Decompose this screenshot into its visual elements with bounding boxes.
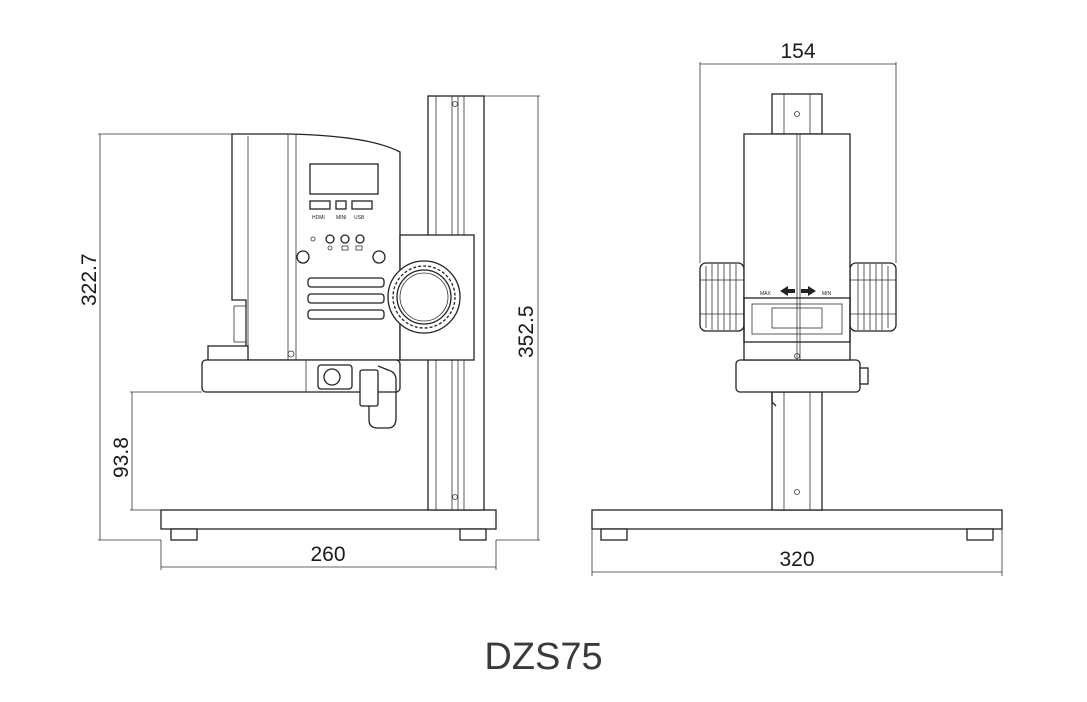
vent-slot [307,293,385,304]
front-base-foot-right [966,528,994,541]
side-stage [201,345,401,429]
model-name: DZS75 [484,636,603,678]
side-camera-body: HDMI MINI USB [231,133,401,361]
side-base-plate [160,509,497,530]
mini-port [335,200,347,210]
record-button [355,234,365,244]
focus-knob-inner [396,269,452,325]
mini-label: MINI [336,215,347,221]
power-button [325,234,335,244]
side-base-foot-left [170,528,198,541]
usb-port [351,200,373,210]
dim-stage-height: 93.8 [110,437,133,478]
camera-icon [341,245,349,251]
dim-body-height: 322.7 [78,253,101,306]
capture-button [340,234,350,244]
light-cable [368,365,397,429]
zoom-max-arrow-icon [780,286,795,296]
zoom-max-label: MAX [760,291,772,297]
usb-label: USB [354,215,365,221]
dim-body-width: 154 [780,40,815,63]
video-icon [355,245,363,251]
vent-slot [307,309,385,320]
front-focus-knob-right [849,262,897,332]
hdmi-label: HDMI [312,215,325,221]
side-dimensions [98,95,540,570]
vent-slot [307,277,385,288]
front-view: MAX MIN 154 320 [591,40,1003,576]
light-connector [359,369,379,407]
zoom-window [743,297,851,343]
side-view: HDMI MINI USB [78,95,540,570]
dim-base-depth: 260 [310,543,345,566]
side-base-foot-right [459,528,487,541]
front-base-foot-left [600,528,628,541]
display-window [309,163,379,195]
hdmi-port [309,200,331,210]
front-base-plate [591,509,1003,530]
front-camera-body: MAX MIN [743,133,851,361]
front-focus-knob-left [699,262,745,332]
zoom-min-label: MIN [822,291,832,297]
zoom-min-arrow-icon [801,286,816,296]
front-dimensions [591,62,1003,576]
indicator-led [310,236,316,242]
front-column [771,93,823,511]
side-focus-block [387,234,475,361]
dim-total-height: 352.5 [515,305,538,358]
dim-base-width: 320 [779,548,814,571]
